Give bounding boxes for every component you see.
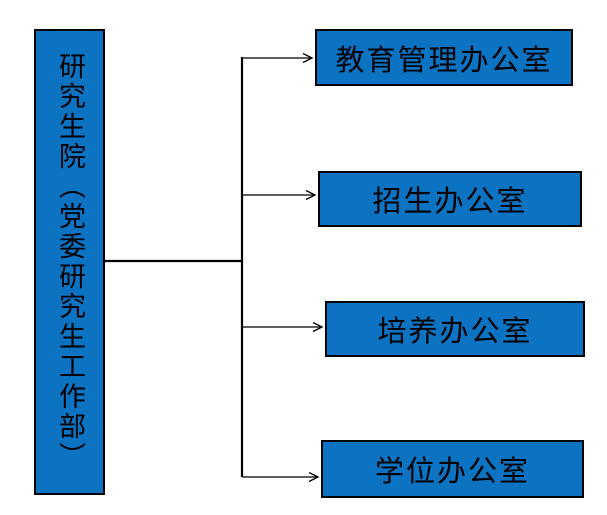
node-child-label: 教育管理办公室 (335, 44, 553, 77)
node-child-label: 招生办公室 (372, 186, 528, 218)
node-child-label: 培养办公室 (377, 316, 533, 348)
node-root-label: 研究生院（党委研究生工作部） (55, 52, 85, 472)
node-child-admissions: 招生办公室 (318, 171, 582, 227)
node-child-label: 学位办公室 (374, 456, 530, 488)
node-child-training: 培养办公室 (325, 301, 585, 357)
node-child-degree: 学位办公室 (321, 440, 584, 498)
node-child-education-management: 教育管理办公室 (315, 29, 573, 86)
node-root: 研究生院（党委研究生工作部） (34, 29, 105, 495)
